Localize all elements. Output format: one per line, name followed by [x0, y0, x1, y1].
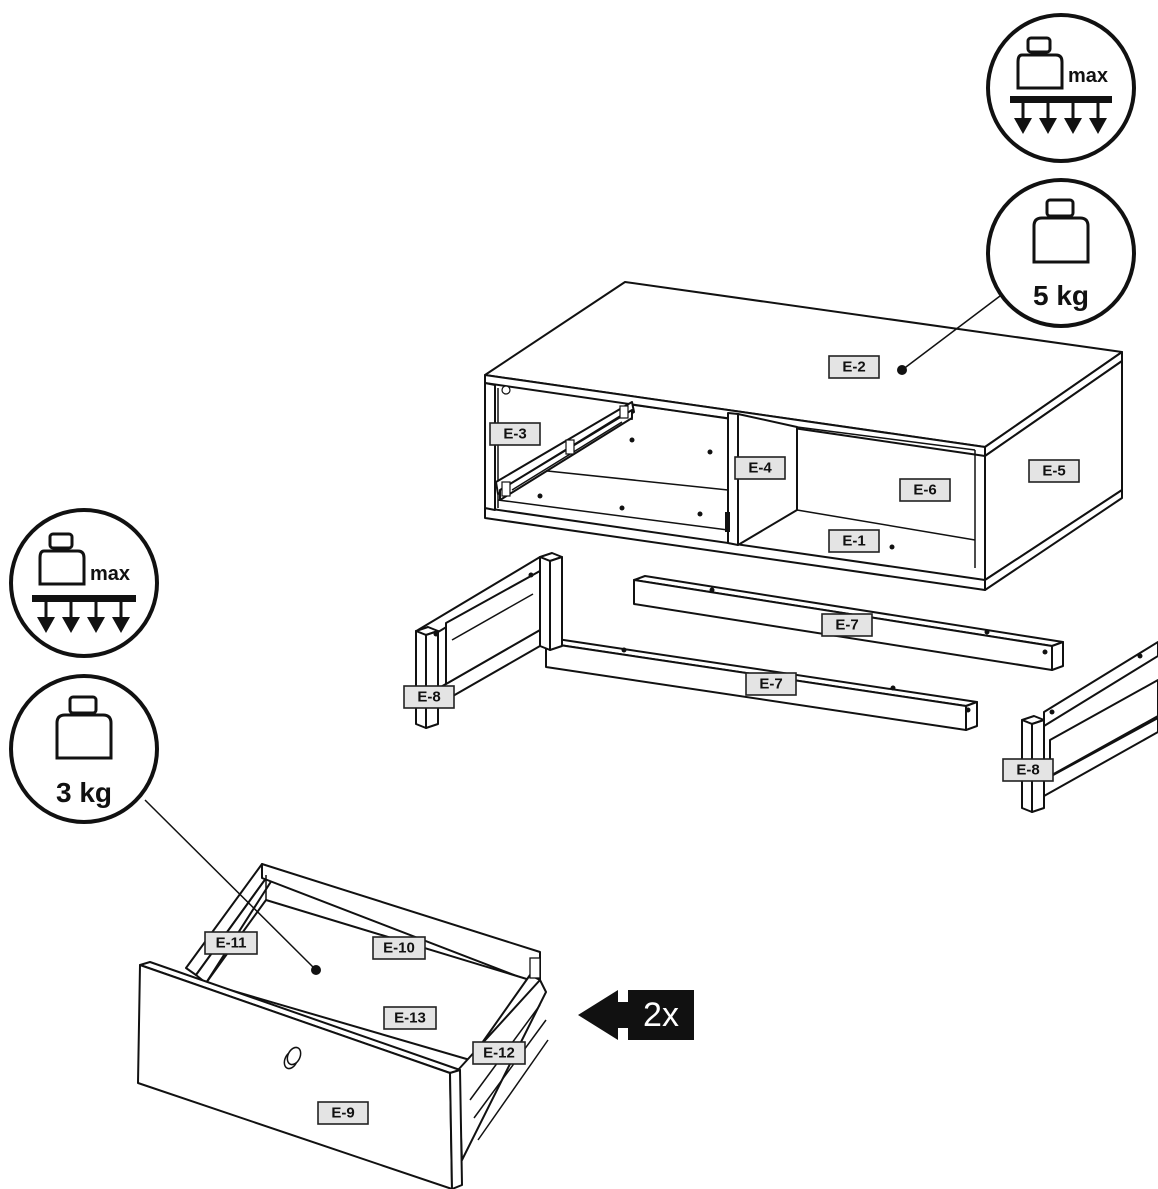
cabinet: [484, 281, 1123, 591]
max-text-drawer: max: [90, 563, 130, 585]
label-e7-front: E-7: [745, 672, 797, 696]
cabinet-bottom-side-edge: [984, 489, 1123, 591]
drawer: [137, 799, 549, 1189]
label-e11: E-11: [204, 931, 258, 955]
label-e5: E-5: [1028, 459, 1080, 483]
label-e6: E-6: [899, 478, 951, 502]
label-e4-text: E-4: [748, 460, 772, 477]
label-e8-right: E-8: [1002, 758, 1054, 782]
label-e7-front-text: E-7: [759, 676, 782, 693]
label-e1: E-1: [828, 529, 880, 553]
leg-frame-right: [1021, 641, 1158, 813]
multiplier-text: 2x: [643, 996, 679, 1034]
cabinet-drawer-runner: [495, 401, 635, 501]
load-weight-badge-top: 5 kg: [986, 178, 1136, 328]
label-e8-left-text: E-8: [417, 689, 440, 706]
max-load-badge-top: max: [986, 13, 1136, 163]
drawer-front-panel: [137, 964, 453, 1189]
label-e2-text: E-2: [842, 359, 865, 376]
weight-icon: [1016, 36, 1064, 90]
drawer-knob-icon: [283, 1046, 302, 1070]
max-load-badge-drawer: max: [9, 508, 159, 658]
max-text-top: max: [1068, 65, 1108, 87]
weight-icon: [55, 695, 113, 760]
label-e7-back-text: E-7: [835, 617, 858, 634]
label-e12: E-12: [472, 1041, 526, 1065]
multiplier-badge: 2x: [578, 990, 694, 1040]
label-e4: E-4: [734, 456, 786, 480]
label-e9: E-9: [317, 1101, 369, 1125]
weight-icon: [1032, 198, 1090, 264]
label-e11-text: E-11: [216, 935, 247, 952]
label-e10-text: E-10: [383, 940, 415, 957]
label-e8-right-text: E-8: [1016, 762, 1039, 779]
load-weight-badge-drawer: 3 kg: [9, 674, 159, 824]
label-e1-text: E-1: [842, 533, 865, 550]
label-e13: E-13: [383, 1006, 437, 1030]
cabinet-left-side-edge: [484, 382, 496, 511]
label-e6-text: E-6: [913, 482, 936, 499]
down-arrows-icon: [37, 602, 130, 633]
label-e9-text: E-9: [331, 1105, 354, 1122]
load-text-top: 5 kg: [1033, 280, 1089, 311]
left-arrow-icon: [578, 990, 628, 1040]
down-arrows-icon: [1014, 103, 1107, 134]
load-text-drawer: 3 kg: [56, 777, 112, 808]
label-e13-text: E-13: [394, 1010, 426, 1027]
label-e12-text: E-12: [483, 1045, 515, 1062]
label-e2: E-2: [828, 355, 880, 379]
label-e10: E-10: [372, 936, 426, 960]
label-e5-text: E-5: [1042, 463, 1065, 480]
label-e3-text: E-3: [503, 426, 526, 443]
weight-icon: [38, 532, 86, 586]
label-e8-left: E-8: [403, 685, 455, 709]
label-e7-back: E-7: [821, 613, 873, 637]
label-e3: E-3: [489, 422, 541, 446]
